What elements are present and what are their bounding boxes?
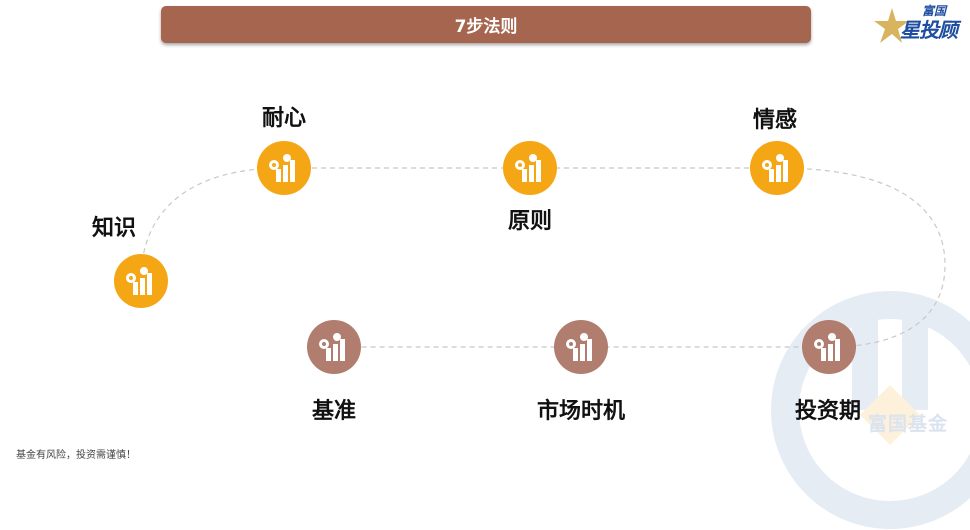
risk-disclaimer: 基金有风险，投资需谨慎！ <box>16 450 136 461</box>
step-node-benchmark[interactable] <box>307 320 361 374</box>
step-label-market-timing: 市场时机 <box>536 399 626 424</box>
brand-logo: 富国 星投顾 <box>870 2 962 44</box>
dashed-path <box>140 167 946 348</box>
gear-bar-chart-icon <box>566 333 592 361</box>
step-node-investment-horizon[interactable] <box>802 320 856 374</box>
logo-top-text: 富国 <box>922 4 947 18</box>
gear-bar-chart-icon <box>126 267 152 295</box>
step-label-principle: 原则 <box>507 209 553 234</box>
step-label-patience: 耐心 <box>261 106 307 131</box>
gear-bar-chart-icon <box>269 154 295 182</box>
star-icon <box>874 8 909 43</box>
step-label-benchmark: 基准 <box>311 399 357 424</box>
watermark-text: 富国基金 <box>868 413 949 435</box>
step-node-market-timing[interactable] <box>554 320 608 374</box>
gear-bar-chart-icon <box>319 333 345 361</box>
step-label-investment-horizon: 投资期 <box>794 399 862 424</box>
gear-bar-chart-icon <box>762 154 788 182</box>
step-node-emotion[interactable] <box>750 141 804 195</box>
step-label-emotion: 情感 <box>752 108 798 133</box>
gear-bar-chart-icon <box>814 333 840 361</box>
step-node-principle[interactable] <box>503 141 557 195</box>
title-bar: 7步法则 <box>161 6 811 43</box>
gear-bar-chart-icon <box>515 154 541 182</box>
step-label-knowledge: 知识 <box>91 216 137 241</box>
step-node-patience[interactable] <box>257 141 311 195</box>
logo-main-text: 星投顾 <box>900 18 958 42</box>
step-node-knowledge[interactable] <box>114 254 168 308</box>
page-title: 7步法则 <box>454 17 518 37</box>
